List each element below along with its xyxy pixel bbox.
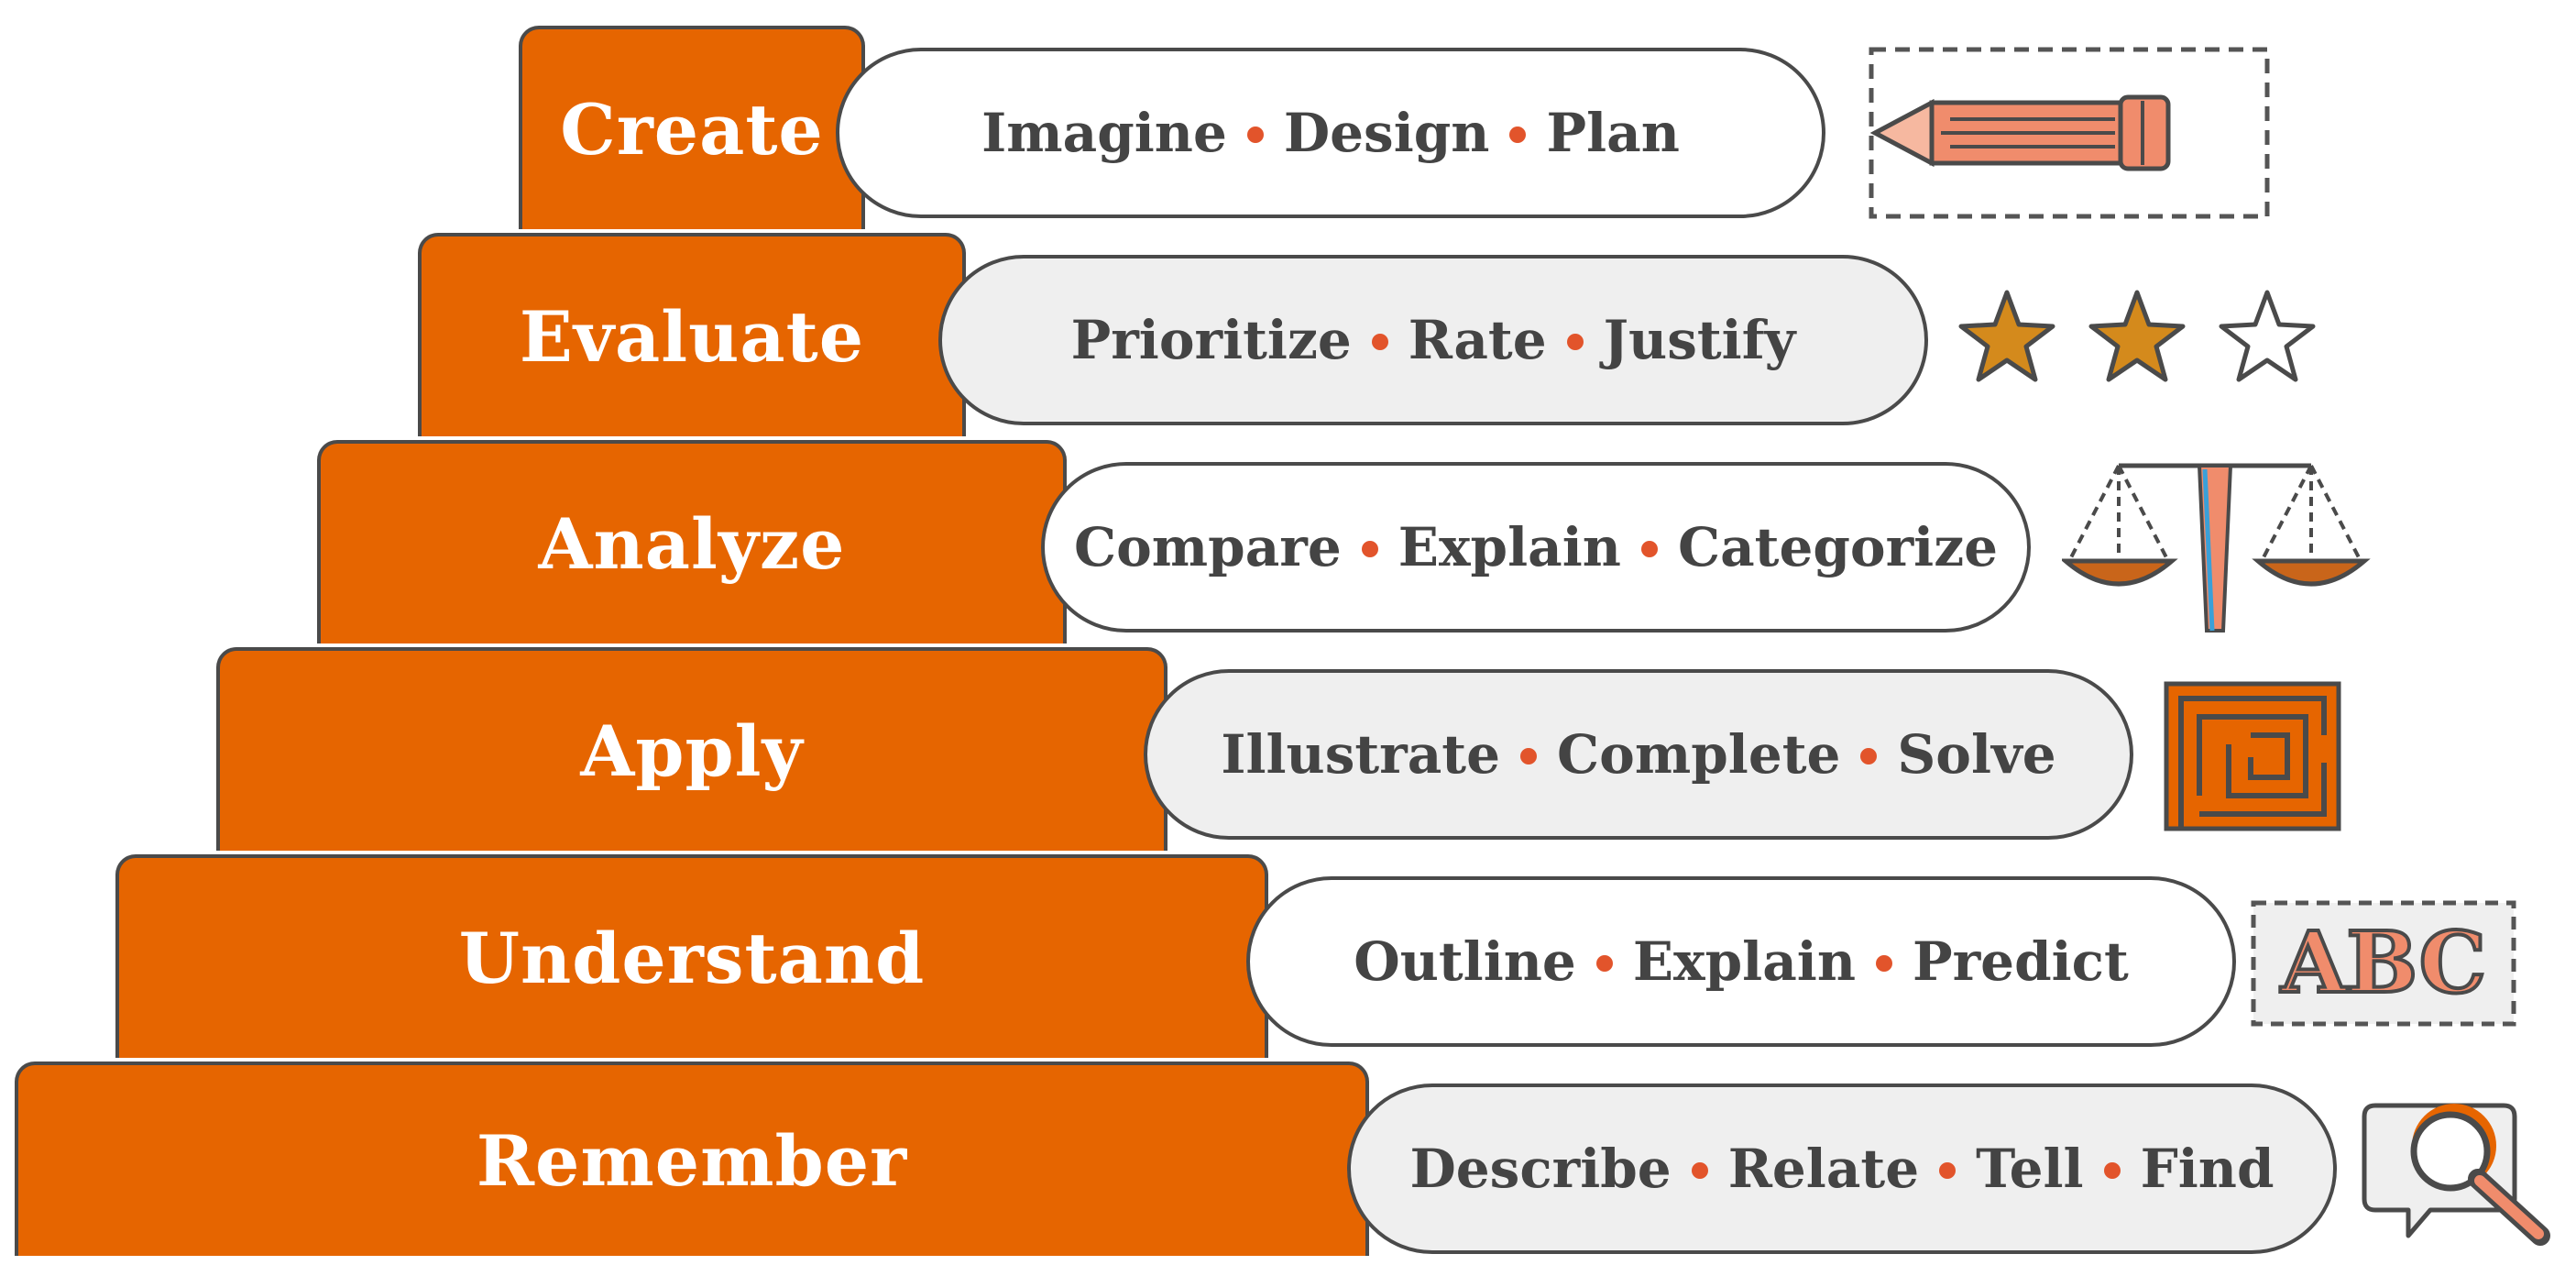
verb-pill-apply: Illustrate Complete Solve (1144, 669, 2133, 840)
level-apply: Apply Illustrate Complete Solve (0, 647, 2576, 851)
bullet-dot (1361, 541, 1378, 557)
verb: Relate (1727, 1138, 1920, 1200)
verb: Tell (1976, 1138, 2084, 1200)
abc-letters-icon: ABC (2251, 900, 2516, 1027)
star-filled-icon (2088, 290, 2186, 382)
block-create: Create (519, 26, 865, 229)
balance-scale-icon (2062, 463, 2371, 632)
verb-pill-analyze: Compare Explain Categorize (1041, 462, 2031, 632)
block-label: Evaluate (519, 295, 865, 378)
verb: Describe (1409, 1138, 1672, 1200)
bullet-dot (2103, 1162, 2121, 1179)
bullet-dot (1520, 748, 1538, 764)
bullet-dot (1939, 1162, 1957, 1179)
block-understand: Understand (115, 854, 1268, 1058)
verb: Design (1283, 102, 1490, 164)
verb: Predict (1913, 930, 2129, 993)
abc-text: ABC (2280, 913, 2486, 1012)
bullet-dot (1566, 334, 1584, 350)
verb: Imagine (981, 102, 1227, 164)
verb: Plan (1546, 102, 1680, 164)
verb: Find (2140, 1138, 2275, 1200)
bullet-dot (1691, 1162, 1708, 1179)
bullet-dot (1509, 126, 1527, 143)
block-label: Apply (580, 710, 804, 792)
verb: Explain (1398, 516, 1621, 578)
level-analyze: Analyze Compare Explain Categorize (0, 440, 2576, 644)
verb-pill-understand: Outline Explain Predict (1246, 876, 2236, 1047)
level-create: Create Imagine Design Plan (0, 26, 2576, 229)
star-empty-icon (2219, 290, 2316, 382)
bullet-dot (1860, 748, 1878, 764)
bullet-dot (1876, 955, 1892, 972)
verb: Solve (1897, 723, 2056, 786)
verb-pill-remember: Describe Relate Tell Find (1347, 1084, 2337, 1254)
pencil-icon (1869, 47, 2270, 219)
level-evaluate: Evaluate Prioritize Rate Justify (0, 233, 2576, 436)
level-understand: Understand Outline Explain Predict ABC (0, 854, 2576, 1058)
block-remember: Remember (15, 1062, 1369, 1256)
verb: Rate (1408, 309, 1547, 371)
magnifier-speech-icon (2362, 1103, 2550, 1246)
block-apply: Apply (216, 647, 1167, 851)
verb: Explain (1632, 930, 1856, 993)
block-evaluate: Evaluate (418, 233, 966, 436)
verb: Justify (1603, 309, 1796, 371)
level-remember: Remember Describe Relate Tell Find (0, 1062, 2576, 1265)
maze-icon (2164, 681, 2341, 831)
block-label: Create (560, 88, 824, 170)
bullet-dot (1595, 955, 1613, 972)
verb: Compare (1073, 516, 1342, 578)
verb-pill-evaluate: Prioritize Rate Justify (938, 255, 1928, 425)
verb: Illustrate (1221, 723, 1501, 786)
bullet-dot (1371, 334, 1388, 350)
verb: Categorize (1677, 516, 1999, 578)
block-label: Remember (476, 1119, 908, 1202)
bullet-dot (1640, 541, 1658, 557)
star-filled-icon (1958, 290, 2055, 382)
verb: Outline (1354, 930, 1576, 993)
block-label: Understand (458, 917, 926, 999)
bullet-dot (1246, 126, 1264, 143)
block-label: Analyze (538, 502, 846, 585)
star-rating-icon (1958, 290, 2316, 382)
verb: Complete (1557, 723, 1841, 786)
verb-pill-create: Imagine Design Plan (836, 48, 1825, 218)
verb: Prioritize (1070, 309, 1352, 371)
block-analyze: Analyze (317, 440, 1067, 644)
